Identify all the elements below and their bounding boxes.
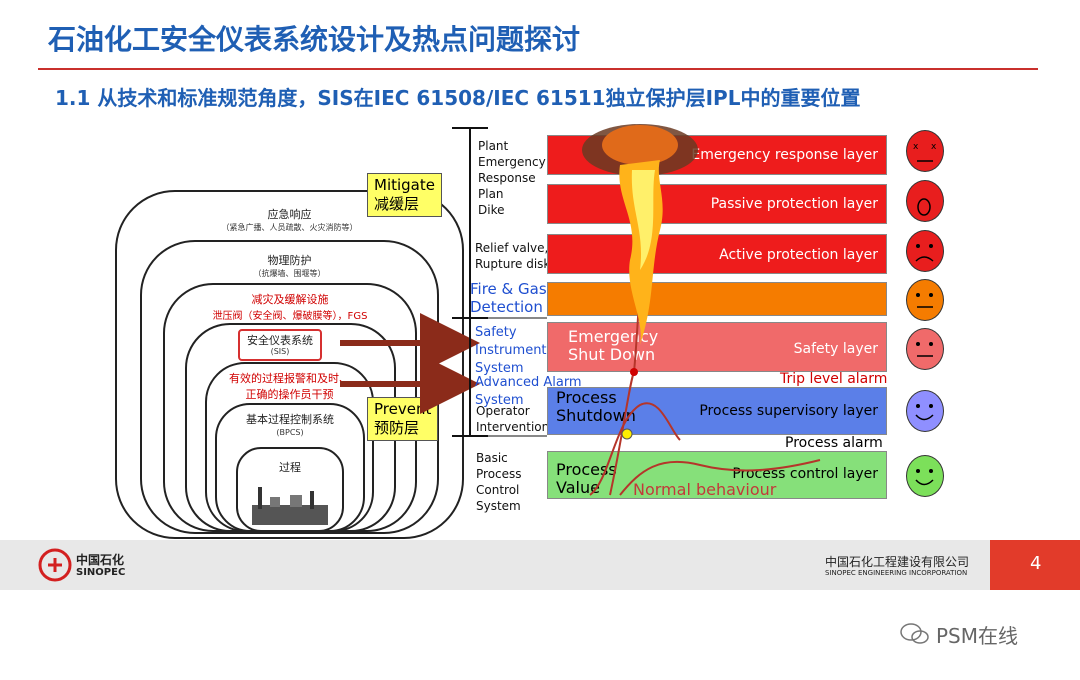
plant-icon: [252, 487, 328, 525]
band-active-protection: Active protection layer: [547, 234, 887, 274]
layer-mitigation-sub: 泄压阀（安全阀、爆破膜等），FGS: [212, 311, 368, 322]
face-neutral-orange-icon: [906, 279, 944, 321]
layer-process-label: 过程: [279, 461, 301, 474]
layer-emergency-label: 应急响应: [267, 208, 312, 221]
page-subtitle: 1.1 从技术和标准规范角度，SIS在IEC 61508/IEC 61511独立…: [55, 86, 861, 110]
wechat-icon: [900, 623, 929, 644]
mitigate-en: Mitigate: [374, 176, 435, 194]
footer-left-cn: 中国石化: [76, 553, 125, 567]
pv-text: Process Value: [556, 460, 617, 497]
layer-sis-label: 安全仪表系统: [247, 334, 313, 347]
band-passive-protection: Passive protection layer: [547, 184, 887, 224]
svg-text:x: x: [913, 142, 919, 152]
face-shock-icon: [906, 180, 944, 222]
layer-process: 过程: [236, 447, 344, 532]
layer-emergency-sub: （紧急广播、人员疏散、火灾消防等）: [221, 223, 358, 232]
fireball-icon: [582, 124, 698, 345]
layer-physical-sub: （抗爆墙、围堰等）: [253, 269, 326, 278]
prevent-en: Prevent: [374, 400, 432, 418]
sinopec-logo-icon: [38, 548, 72, 582]
footer-band: [0, 540, 1080, 590]
layer-bpcs-label: 基本过程控制系统: [246, 413, 334, 426]
psd-text: Process Shutdown: [556, 388, 636, 425]
footer-right-en: SINOPEC ENGINEERING INCORPORATION: [825, 569, 968, 577]
bpcs-text: Basic Process Control System: [476, 451, 522, 513]
svg-text:x: x: [931, 142, 937, 152]
sis-text: Safety Instrumented System: [475, 325, 563, 376]
trip-alarm-label: Trip level alarm: [780, 371, 888, 387]
sis-highlight-box: 安全仪表系统 (SIS): [238, 329, 322, 361]
face-happy-green-icon: [906, 455, 944, 497]
alarm-text: Advanced Alarm System: [475, 375, 582, 408]
mitigate-zh: 减缓层: [374, 195, 420, 213]
face-sad-icon: [906, 230, 944, 272]
face-dead-icon: x x: [906, 130, 944, 172]
relief-text: Relief valve, Rupture disk: [475, 241, 551, 271]
watermark-text: PSM在线: [936, 624, 1019, 648]
layer-bpcs-sub: (BPCS): [276, 428, 304, 437]
mitigate-box: Mitigate 减缓层: [367, 173, 442, 217]
footer-red-block: [990, 540, 1080, 590]
page-title: 石油化工安全仪表系统设计及热点问题探讨: [48, 23, 581, 56]
layer-physical-label: 物理防护: [267, 254, 312, 267]
footer-right-cn: 中国石化工程建设有限公司: [825, 555, 970, 569]
layer-sis-sub: (SIS): [270, 347, 290, 356]
layer-alarm-sub: 正确的操作员干预: [245, 388, 334, 401]
prevent-zh: 预防层: [374, 419, 420, 437]
title-divider: [38, 68, 1038, 70]
band-supervisory: Process supervisory layer: [547, 387, 887, 435]
layer-mitigation-label: 减灾及缓解设施: [251, 293, 329, 306]
face-happy-blue-icon: [906, 390, 944, 432]
page-number: 4: [1030, 553, 1042, 574]
band-fgs: [547, 282, 887, 316]
band-safety: Safety layer: [547, 322, 887, 372]
process-alarm-label: Process alarm: [785, 435, 883, 451]
footer-left-en: SINOPEC: [76, 567, 126, 578]
plant-text: Plant Emergency Response Plan Dike: [478, 139, 546, 217]
operator-text: Operator Intervention: [476, 404, 550, 434]
normal-behaviour-text: Normal behaviour: [633, 480, 777, 499]
layer-alarm-label: 有效的过程报警和及时、: [229, 372, 350, 385]
face-neutral-pink-icon: [906, 328, 944, 370]
